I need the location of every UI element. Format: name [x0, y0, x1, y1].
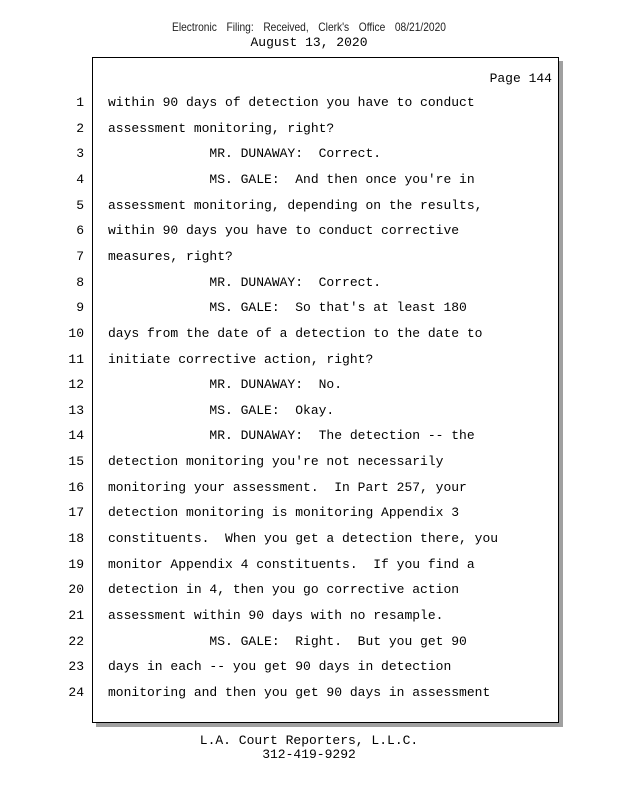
- transcript-line: initiate corrective action, right?: [108, 351, 374, 367]
- line-number: 14: [68, 428, 84, 444]
- line-number: 21: [68, 608, 84, 623]
- line-number: 13: [68, 402, 84, 418]
- line-number: 3: [76, 146, 84, 162]
- transcript-date: August 13, 2020: [250, 35, 368, 50]
- line-number: 15: [68, 454, 84, 470]
- line-number: 20: [68, 582, 84, 598]
- transcript-line: days in each -- you get 90 days in detec…: [108, 659, 452, 675]
- line-number: 4: [76, 171, 84, 187]
- line-number: 2: [76, 120, 84, 136]
- transcript-line: monitor Appendix 4 constituents. If you …: [108, 556, 475, 572]
- transcript-line: assessment within 90 days with no resamp…: [108, 608, 444, 623]
- line-number: 8: [76, 274, 84, 290]
- transcript-line: MR. DUNAWAY: No.: [108, 377, 343, 393]
- line-number: 16: [68, 479, 84, 495]
- line-number: 22: [68, 633, 84, 649]
- transcript-line: days from the date of a detection to the…: [108, 325, 483, 341]
- line-number: 23: [68, 659, 84, 675]
- line-number: 5: [76, 197, 84, 213]
- line-number: 19: [68, 556, 84, 572]
- line-number: 7: [76, 248, 84, 264]
- transcript-line: MS. GALE: Right. But you get 90: [108, 633, 467, 649]
- transcript-line: within 90 days you have to conduct corre…: [108, 223, 460, 239]
- transcript-line: MS. GALE: Okay.: [108, 402, 335, 418]
- line-number: 10: [68, 325, 84, 341]
- transcript-line: constituents. When you get a detection t…: [108, 531, 499, 547]
- transcript-line: MS. GALE: So that's at least 180: [108, 300, 467, 316]
- line-number: 6: [76, 223, 84, 239]
- reporter-name: L.A. Court Reporters, L.L.C.: [199, 733, 419, 748]
- transcript-line: measures, right?: [108, 248, 233, 264]
- transcript-line: detection monitoring you're not necessar…: [108, 454, 444, 470]
- transcript-line: within 90 days of detection you have to …: [108, 95, 475, 110]
- filing-stamp: Electronic Filing: Received, Clerk's Off…: [172, 20, 446, 34]
- line-number: 11: [68, 351, 84, 367]
- transcript-line: MR. DUNAWAY: Correct.: [108, 146, 382, 162]
- line-number: 9: [76, 300, 84, 316]
- reporter-phone: 312-419-9292: [262, 747, 356, 762]
- transcript-line: assessment monitoring, depending on the …: [108, 197, 483, 213]
- line-number: 12: [68, 377, 84, 393]
- transcript-line: assessment monitoring, right?: [108, 120, 335, 136]
- transcript-box: [92, 57, 559, 723]
- transcript-line: MS. GALE: And then once you're in: [108, 171, 475, 187]
- page-number: Page 144: [489, 71, 552, 86]
- transcript-line: monitoring your assessment. In Part 257,…: [108, 479, 467, 495]
- transcript-line: monitoring and then you get 90 days in a…: [108, 684, 491, 700]
- transcript-line: detection monitoring is monitoring Appen…: [108, 505, 460, 521]
- transcript-line: detection in 4, then you go corrective a…: [108, 582, 460, 598]
- transcript-line: MR. DUNAWAY: The detection -- the: [108, 428, 475, 444]
- line-number: 18: [68, 531, 84, 547]
- transcript-line: MR. DUNAWAY: Correct.: [108, 274, 382, 290]
- line-number: 24: [68, 684, 84, 700]
- line-number: 1: [76, 95, 84, 110]
- line-number: 17: [68, 505, 84, 521]
